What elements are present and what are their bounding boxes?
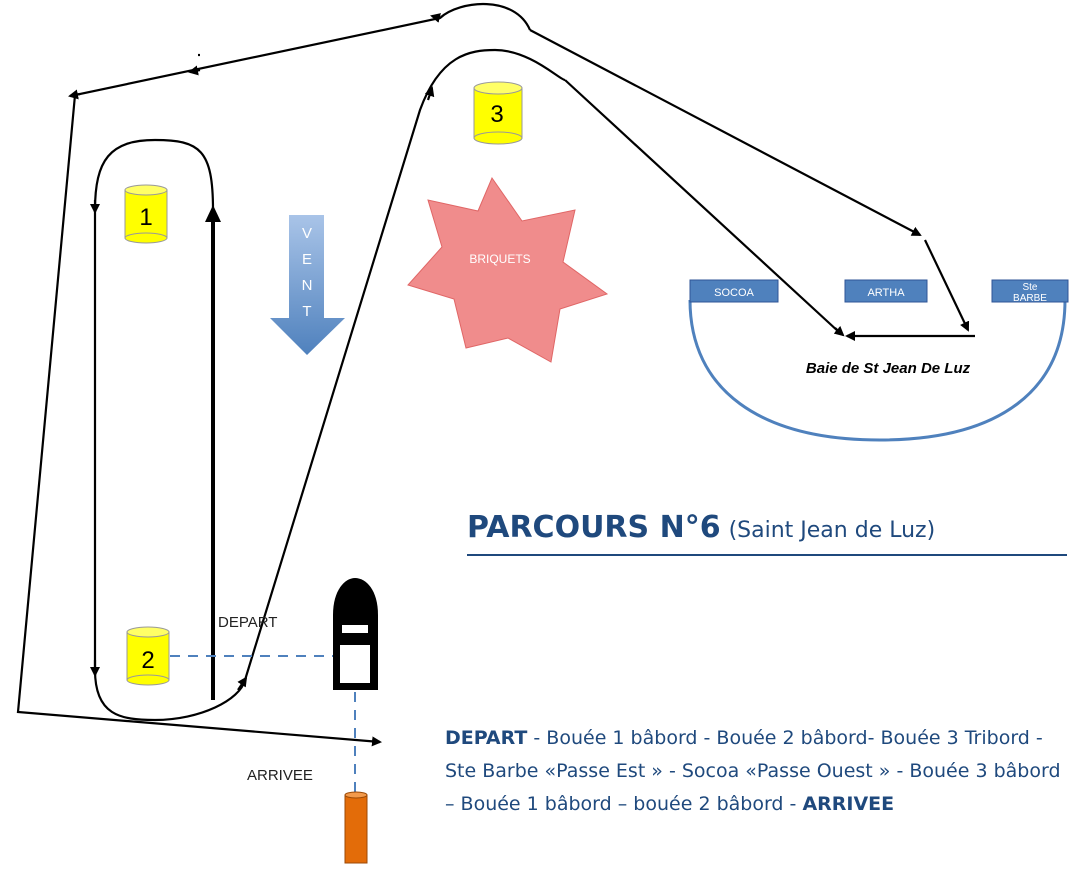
description-end: ARRIVEE xyxy=(802,793,895,815)
wind-letter-e: E xyxy=(302,251,312,268)
description-text: - Bouée 1 bâbord - Bouée 2 bâbord- Bouée… xyxy=(445,727,1061,815)
buoy-1-label: 1 xyxy=(139,204,152,231)
artha-label: ARTHA xyxy=(867,287,905,299)
bay-label: Baie de St Jean De Luz xyxy=(806,360,971,377)
outer-course-line xyxy=(16,2,532,747)
start-line xyxy=(205,205,221,700)
buoy1-loop-line xyxy=(90,138,248,722)
buoy-2-label: 2 xyxy=(141,647,154,674)
wind-letter-n: N xyxy=(302,277,313,294)
title-main: PARCOURS N°6 xyxy=(467,510,721,545)
buoy-3: 3 xyxy=(473,81,523,145)
wind-letter-t: T xyxy=(302,303,311,320)
buoy-2: 2 xyxy=(126,626,170,686)
ste-barbe-label-2: BARBE xyxy=(1013,293,1047,304)
socoa-label: SOCOA xyxy=(714,287,754,299)
depart-label: DEPART xyxy=(218,614,277,631)
committee-boat xyxy=(333,578,378,690)
wind-arrow: V E N T xyxy=(270,215,345,355)
course-description: DEPART - Bouée 1 bâbord - Bouée 2 bâbord… xyxy=(445,722,1065,821)
arrivee-buoy xyxy=(344,791,368,864)
diagonal-to-buoy3 xyxy=(243,48,566,681)
briquets-hazard: BRIQUETS xyxy=(407,176,609,363)
socoa-box xyxy=(689,279,779,303)
bay: SOCOA ARTHA Ste BARBE Baie de St Jean De… xyxy=(688,279,1069,442)
wind-letter-v: V xyxy=(302,225,312,242)
ste-barbe-box xyxy=(991,279,1069,303)
page-title: PARCOURS N°6 (Saint Jean de Luz) xyxy=(467,510,1067,556)
buoy-1: 1 xyxy=(124,184,168,244)
briquets-label: BRIQUETS xyxy=(469,252,530,266)
buoy-3-label: 3 xyxy=(490,101,503,128)
ste-barbe-label-1: Ste xyxy=(1022,282,1037,293)
description-start: DEPART xyxy=(445,727,528,749)
bay-course-line xyxy=(529,29,975,341)
arrivee-label: ARRIVEE xyxy=(247,767,313,784)
artha-box xyxy=(844,279,928,303)
title-sub: (Saint Jean de Luz) xyxy=(728,518,936,543)
